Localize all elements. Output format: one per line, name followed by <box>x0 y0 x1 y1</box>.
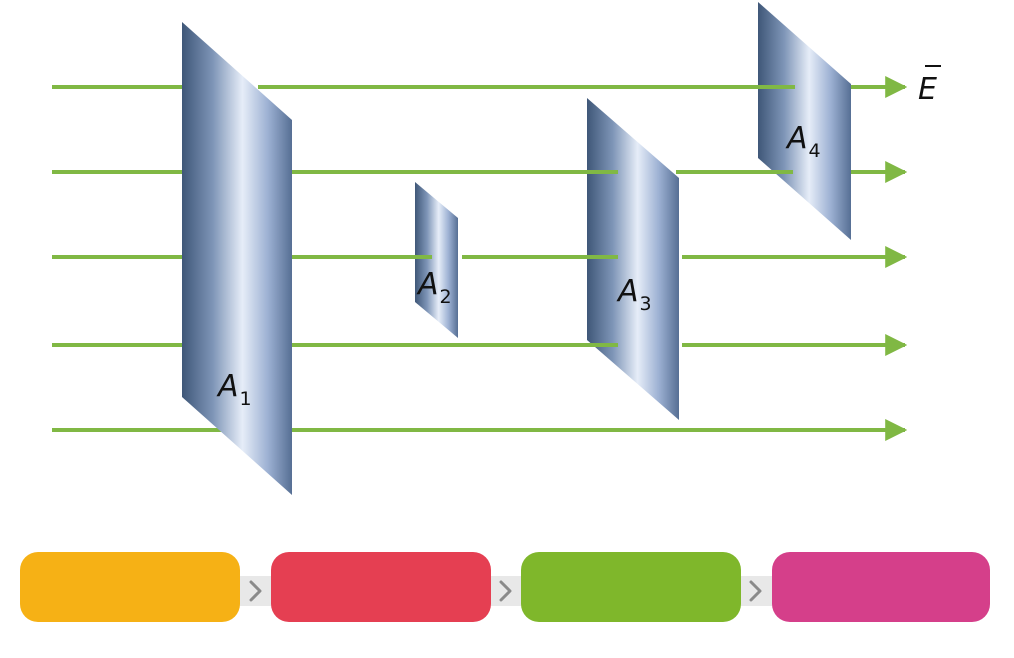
plate-a3-label: A3 <box>616 274 652 315</box>
plate-a1-label: A1 <box>216 369 252 410</box>
plate-a1 <box>182 22 292 495</box>
field-symbol: E <box>918 65 941 107</box>
step-2 <box>271 552 491 622</box>
chevron-right-icon <box>499 580 512 602</box>
chevron-right-icon <box>749 580 762 602</box>
plate-a4 <box>758 2 851 240</box>
step-1 <box>20 552 240 622</box>
process-steps <box>20 552 990 622</box>
step-3 <box>521 552 741 622</box>
plates <box>182 2 851 495</box>
step-4 <box>772 552 990 622</box>
field-symbol-label: E <box>918 72 937 107</box>
chevron-right-icon <box>249 580 262 602</box>
plate-a4-label: A4 <box>785 121 821 162</box>
plate-a2-label: A2 <box>416 267 452 308</box>
plate-a3 <box>587 98 679 420</box>
plate-a2 <box>415 182 458 338</box>
field-lines-front <box>258 76 908 441</box>
